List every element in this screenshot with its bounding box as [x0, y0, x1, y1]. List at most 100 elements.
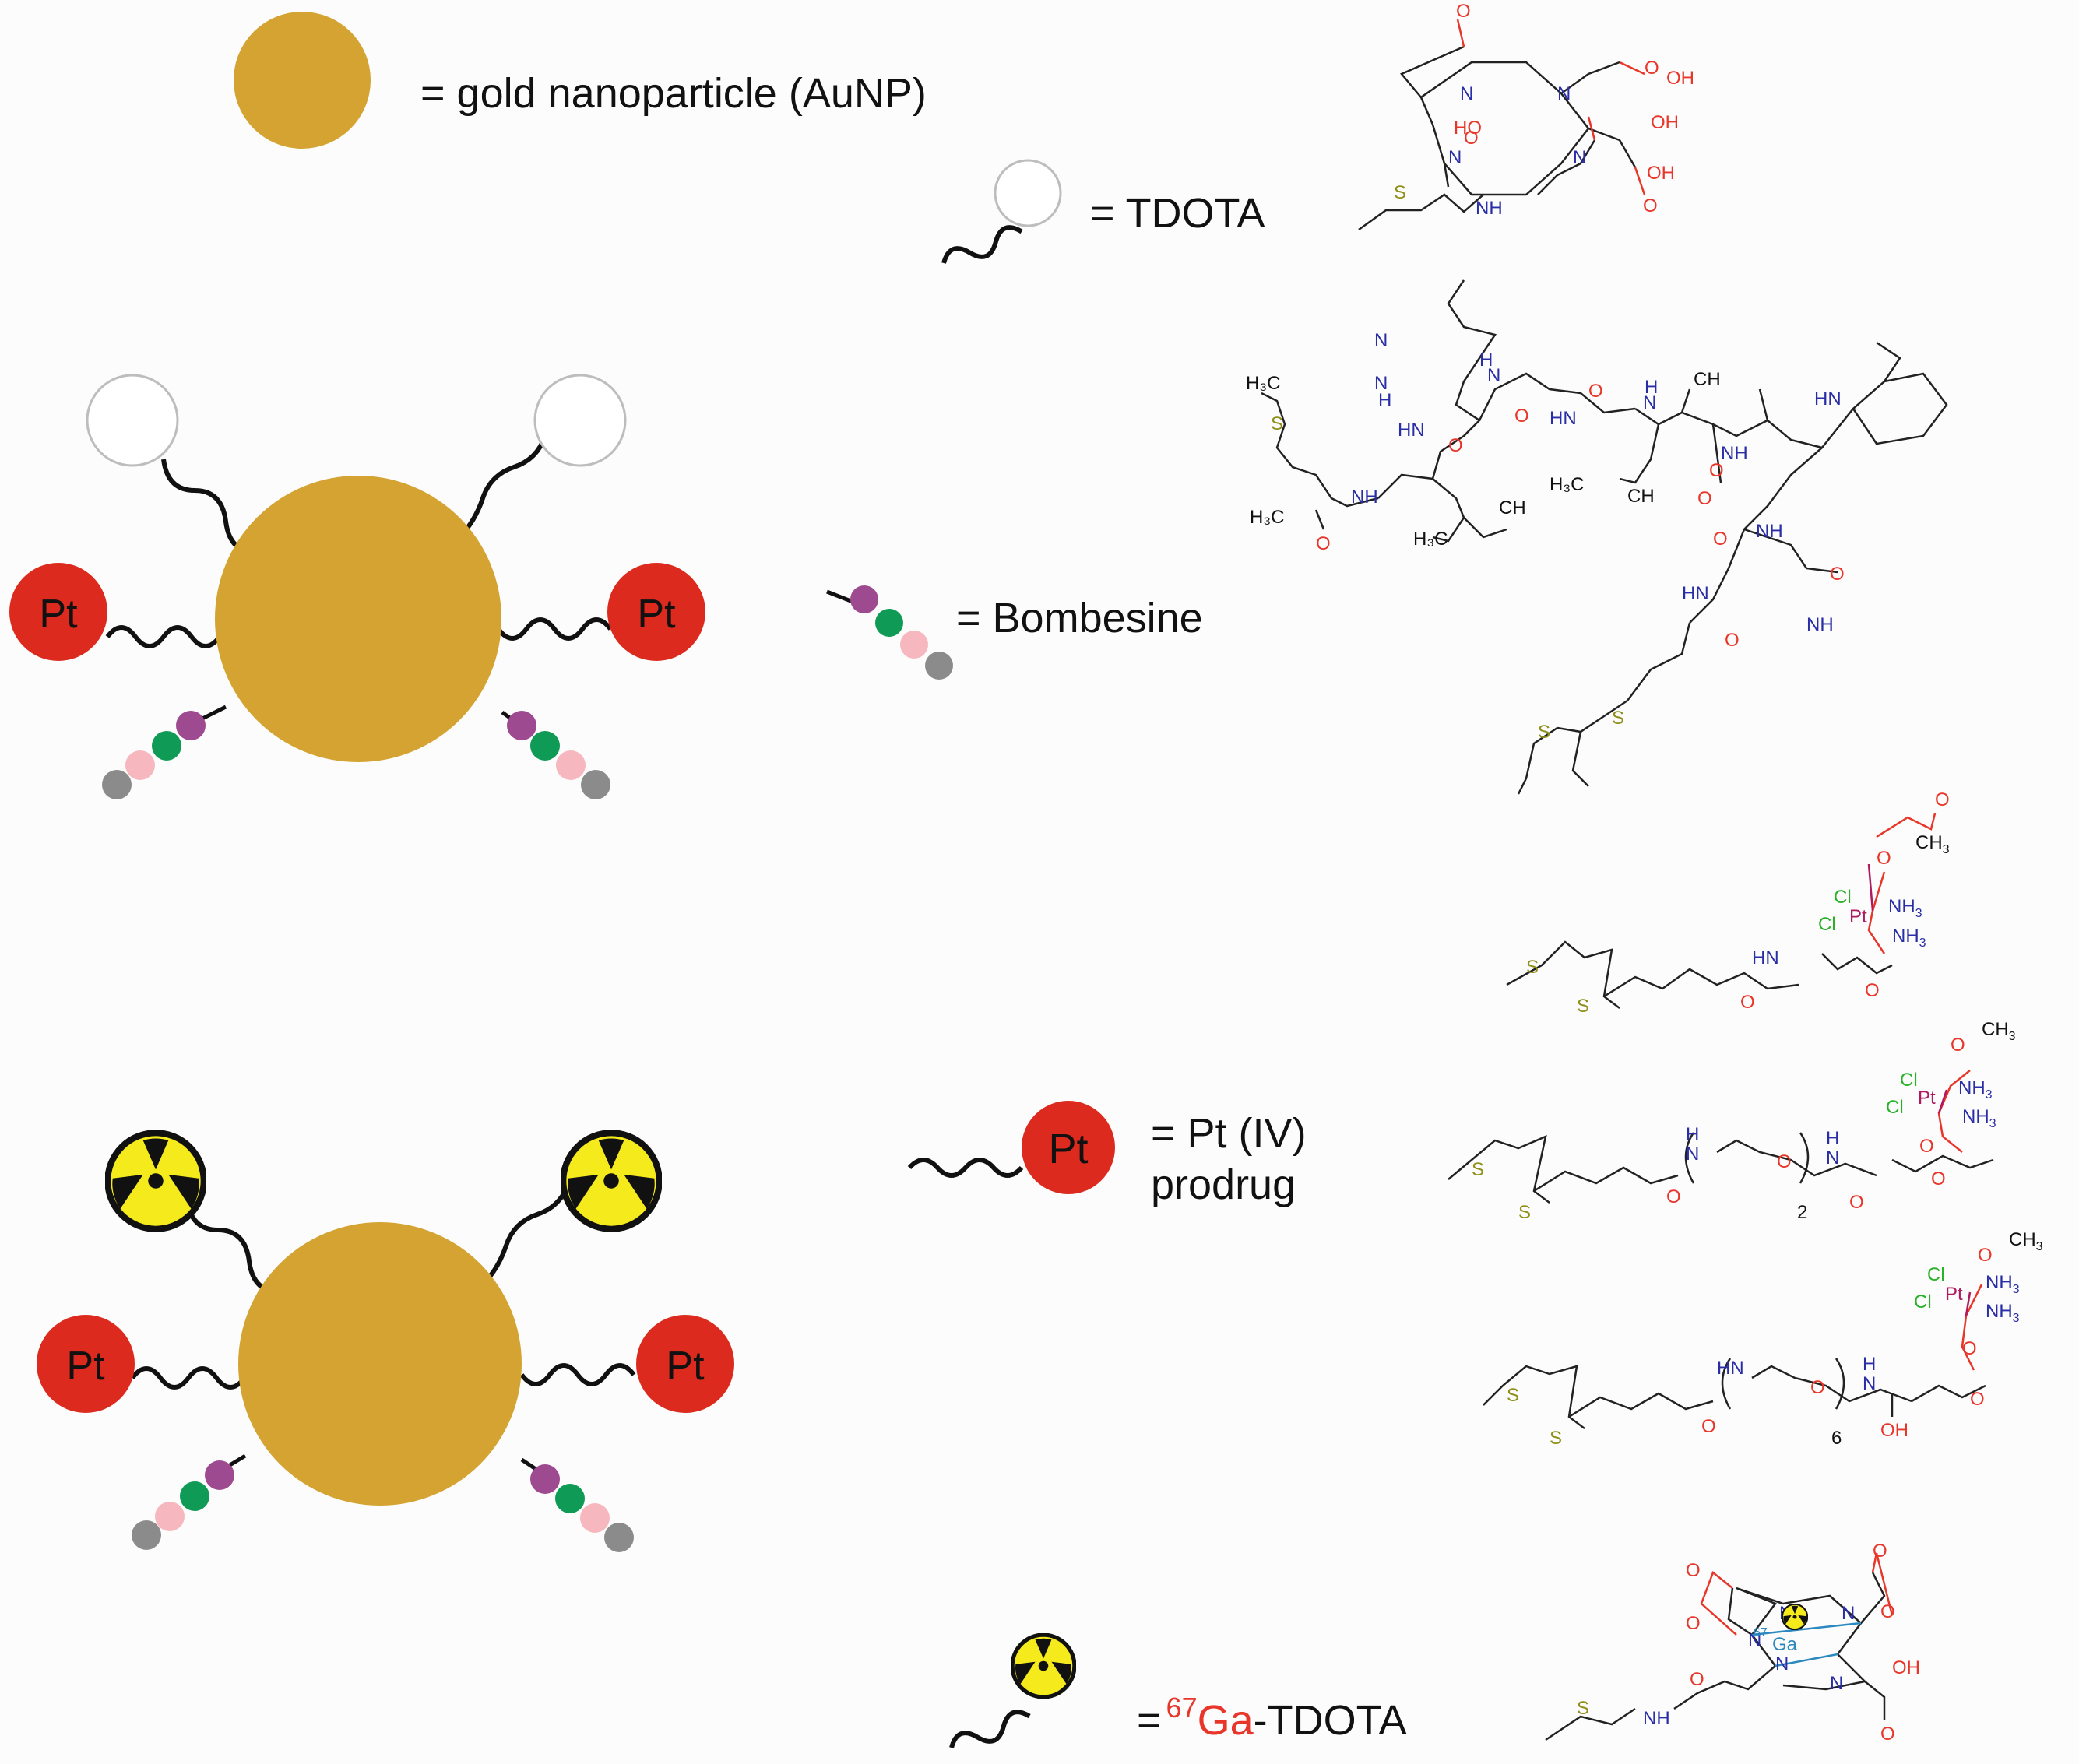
svg-text:Cl: Cl [1818, 914, 1836, 935]
svg-text:OH: OH [1666, 68, 1694, 89]
svg-text:O: O [1316, 533, 1331, 554]
svg-text:Pt: Pt [1918, 1088, 1936, 1109]
svg-text:N: N [1830, 1673, 1843, 1694]
svg-text:O: O [1514, 406, 1529, 427]
pt-prodrug [636, 1315, 734, 1413]
svg-text:O: O [1740, 992, 1755, 1013]
svg-text:Pt: Pt [1945, 1284, 1963, 1305]
structure-tdota: N N N N NH S O O HO O OH OH O OH [1358, 1, 1694, 231]
legend-ga-label: =67Ga-TDOTA [1137, 1692, 1407, 1744]
linker-wave [941, 225, 1023, 264]
nanoparticle-construct-2: Pt Pt [37, 1133, 734, 1552]
pt-label: Pt [637, 592, 676, 637]
legend-bombesine: = Bombesine [826, 585, 1203, 680]
radioactive-icon [1782, 1604, 1808, 1630]
svg-text:S: S [1271, 413, 1283, 434]
svg-text:S: S [1538, 722, 1550, 743]
pt-prodrug-icon [1022, 1101, 1115, 1194]
tdota-ring [533, 374, 627, 467]
linker-wave [907, 1158, 1024, 1178]
svg-text:S: S [1577, 996, 1589, 1017]
svg-text:Ga: Ga [1772, 1634, 1798, 1655]
legend-gold: = gold nanoparticle (AuNP) [234, 12, 927, 149]
svg-text:Cl: Cl [1927, 1264, 1945, 1285]
svg-text:S: S [1507, 1385, 1519, 1406]
svg-text:NH3: NH3 [1986, 1272, 2020, 1296]
svg-text:CH: CH [1627, 486, 1655, 507]
svg-text:H: H [1479, 350, 1493, 371]
bombesine-right [530, 1464, 634, 1552]
svg-text:O: O [1962, 1338, 1977, 1359]
svg-text:N: N [1748, 1630, 1761, 1651]
pt-prodrug [9, 563, 107, 661]
svg-text:O: O [1645, 58, 1659, 79]
linker-wave [949, 1710, 1031, 1748]
svg-text:O: O [1919, 1136, 1934, 1157]
svg-text:N: N [1374, 373, 1388, 394]
svg-text:CH3: CH3 [1982, 1019, 2016, 1043]
legend-pt-label-2: prodrug [1151, 1161, 1296, 1208]
svg-text:O: O [1951, 1035, 1965, 1056]
svg-text:NH: NH [1721, 443, 1748, 464]
radioactive-icon [563, 1133, 660, 1229]
gold-nanoparticle [215, 476, 501, 762]
svg-text:Pt: Pt [1849, 906, 1867, 927]
bead-green [875, 609, 903, 637]
legend-pt: Pt = Pt (IV) prodrug [907, 1101, 1307, 1208]
svg-text:67: 67 [1754, 1626, 1768, 1639]
structure-pt-1: S S HN O O Cl Cl Pt NH3 NH3 O O CH3 [1506, 789, 1950, 1017]
svg-text:H₃C: H₃C [1550, 474, 1584, 495]
svg-text:N: N [1775, 1653, 1789, 1674]
svg-text:O: O [1686, 1613, 1701, 1634]
svg-text:H₃C: H₃C [1413, 529, 1448, 550]
svg-text:CH: CH [1694, 369, 1721, 390]
svg-text:6: 6 [1831, 1428, 1842, 1449]
svg-text:O: O [1713, 529, 1728, 550]
svg-text:OH: OH [1647, 163, 1675, 184]
pt-label: Pt [66, 1344, 105, 1389]
svg-text:S: S [1394, 182, 1406, 203]
bombesine-right [507, 711, 610, 799]
svg-text:N: N [1863, 1373, 1876, 1394]
svg-text:NH: NH [1351, 487, 1378, 508]
svg-text:OH: OH [1892, 1657, 1920, 1678]
svg-text:O: O [1588, 381, 1603, 402]
svg-text:Cl: Cl [1886, 1097, 1904, 1118]
svg-text:O: O [1830, 564, 1845, 585]
svg-text:OH: OH [1880, 1420, 1908, 1441]
nanoparticle-construct-1: Pt Pt [9, 374, 705, 799]
svg-text:S: S [1526, 957, 1539, 978]
svg-text:O: O [1777, 1151, 1792, 1172]
svg-text:N: N [1448, 147, 1462, 168]
svg-text:S: S [1550, 1428, 1562, 1449]
pt-prodrug [37, 1315, 135, 1413]
svg-text:H: H [1378, 390, 1391, 411]
svg-text:O: O [1686, 1560, 1701, 1581]
svg-text:NH3: NH3 [1888, 896, 1922, 920]
svg-text:O: O [1880, 1724, 1895, 1745]
svg-text:CH: CH [1499, 497, 1526, 518]
svg-text:O: O [1448, 435, 1463, 456]
svg-text:HN: HN [1682, 583, 1709, 604]
svg-text:NH3: NH3 [1958, 1077, 1993, 1102]
svg-text:O: O [1643, 195, 1658, 216]
structure-bombesine: H₃C S H₃C NH O HN O H₃C CH H N N N H O H… [1246, 279, 1948, 795]
legend-gold-label: = gold nanoparticle (AuNP) [420, 70, 927, 117]
svg-text:S: S [1612, 708, 1624, 729]
svg-text:N: N [1643, 392, 1656, 413]
svg-text:N: N [1686, 1144, 1699, 1165]
svg-text:O: O [1666, 1186, 1681, 1207]
svg-text:O: O [1697, 488, 1712, 509]
legend-tdota: = TDOTA [941, 159, 1265, 264]
svg-text:O: O [1849, 1192, 1864, 1213]
svg-text:S: S [1472, 1159, 1484, 1180]
svg-text:NH: NH [1476, 198, 1503, 219]
svg-text:HN: HN [1814, 388, 1842, 409]
structure-pt-3: S S HN O O 6 H N OH O O Cl Cl Pt NH3 NH3… [1483, 1229, 2043, 1449]
svg-text:O: O [1978, 1245, 1993, 1266]
tdota-ring [86, 374, 179, 467]
svg-text:NH3: NH3 [1986, 1301, 2020, 1325]
svg-text:NH: NH [1643, 1708, 1670, 1729]
svg-text:N: N [1842, 1603, 1855, 1624]
bead-purple [850, 585, 878, 613]
